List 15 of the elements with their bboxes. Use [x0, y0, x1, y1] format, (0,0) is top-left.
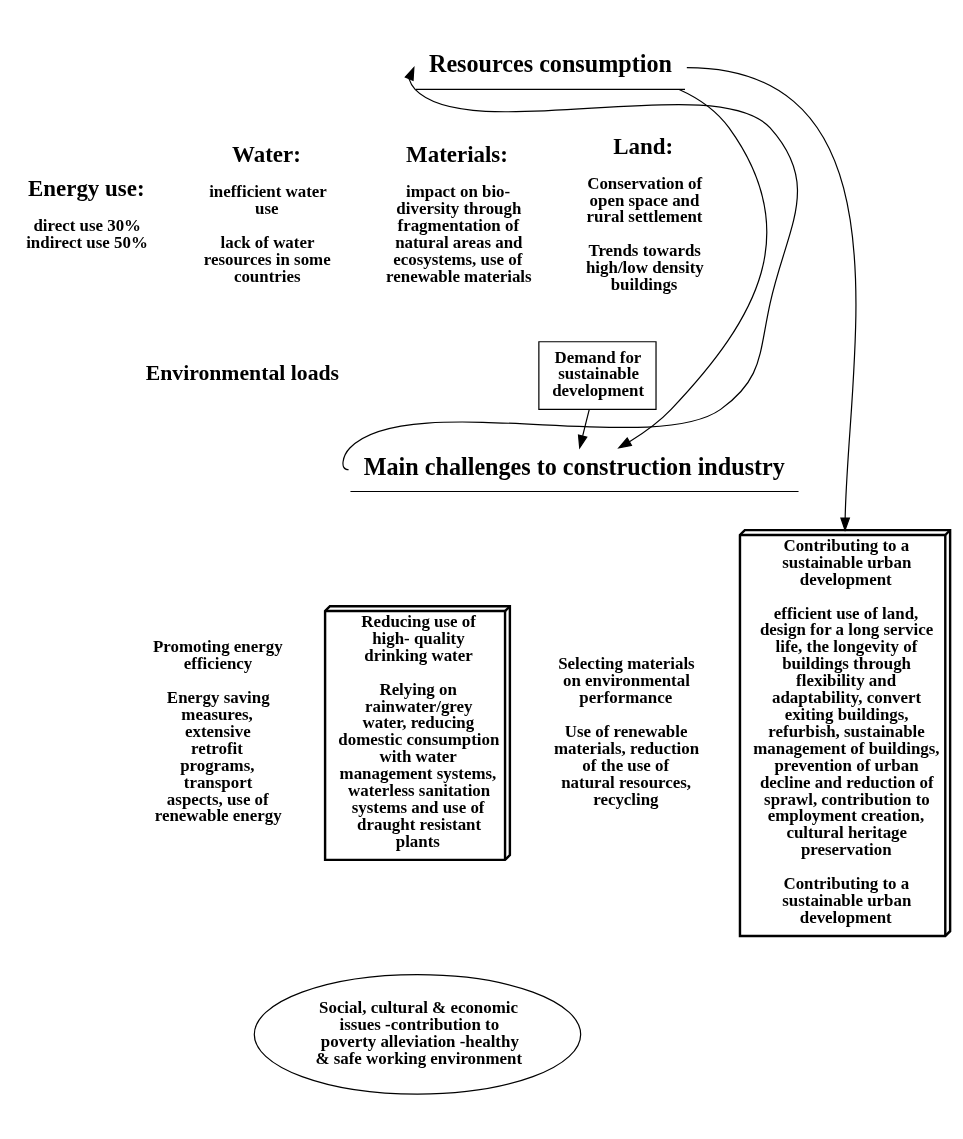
arrow [617, 88, 768, 449]
node-text: Materials: impact on bio-diversity through fragmentation of natural areas and ecosystems, use of renewable materials [386, 141, 532, 286]
node-text: Main challenges to construction industry [363, 452, 785, 480]
node-text: Water: inefficient water use lack of water resources in some countries [203, 141, 331, 286]
node-text: Resources consumption [428, 49, 672, 77]
arrow [577, 408, 590, 450]
node-ellipse: Social, cultural & economic issues -contribution to poverty alleviation -healthy & safe working environment [253, 973, 582, 1095]
arrow [342, 65, 798, 470]
node-text: Energy use: direct use 30% indirect use 50% [26, 175, 148, 252]
node-text: Selecting materials on environmental performance Use of renewable materials, reduction of the use of natural resources, recycling [553, 653, 700, 809]
arrow [686, 66, 857, 532]
node-text: Promoting energy efficiency Energy saving measures, extensive retrofit programs, transport aspects, use of renewable energy [152, 636, 283, 825]
node-text: Land: Conservation of open space and rural settlement Trends towards high/low density buildings [585, 133, 704, 294]
node-text: Environmental loads [145, 360, 340, 385]
node-box: Demand for sustainable development [538, 340, 657, 410]
